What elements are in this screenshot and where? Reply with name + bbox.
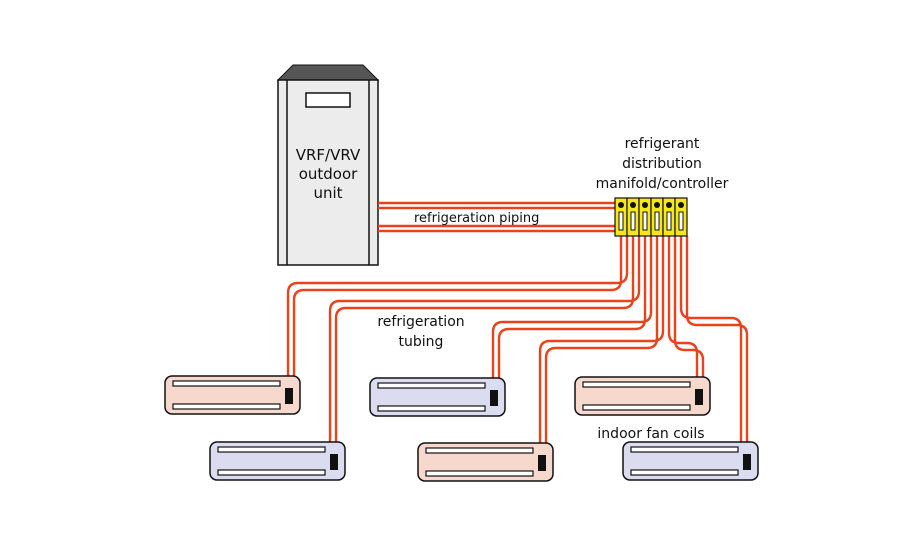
- fan-coil-control-box: [695, 389, 703, 405]
- fan-coil-vent-top: [377, 382, 486, 389]
- fan-coil: [209, 441, 346, 481]
- fan-coil: [417, 442, 554, 482]
- tube-coil-5-a: [667, 236, 699, 379]
- tube-coil-5-b: [673, 236, 705, 379]
- fan-coil-vent-bottom: [377, 405, 486, 412]
- outdoor-unit-body: [277, 79, 379, 266]
- fan-coil-control-box: [330, 454, 338, 470]
- outdoor-unit-label-3: unit: [313, 184, 342, 202]
- manifold-port-dot: [618, 202, 624, 208]
- manifold-port-slot: [666, 211, 672, 231]
- tube-coil-3-a: [491, 236, 653, 380]
- tube-coil-2-b: [334, 236, 635, 444]
- fan-coil: [369, 377, 506, 417]
- fan-coil: [574, 376, 711, 416]
- fan-coil-control-box: [490, 390, 498, 406]
- fan-coil-vent-top: [217, 446, 326, 453]
- fan-coil-control-box: [743, 454, 751, 470]
- manifold-port-slot: [642, 211, 648, 231]
- fan-coil-vent-bottom: [630, 469, 739, 476]
- fan-coil-vent-top: [582, 381, 691, 388]
- tubing-label-2: tubing: [399, 334, 444, 350]
- fan-coil: [164, 375, 301, 415]
- manifold: refrigerant distribution manifold/contro…: [596, 136, 729, 237]
- manifold-port-dot: [642, 202, 648, 208]
- outdoor-unit: VRF/VRV outdoor unit: [276, 64, 380, 266]
- indoor-fan-coils: [164, 375, 759, 482]
- manifold-port-slot: [678, 211, 684, 231]
- fan-coil-vent-bottom: [425, 470, 534, 477]
- fan-coil-vent-top: [425, 447, 534, 454]
- fan-coil-control-box: [285, 388, 293, 404]
- manifold-port-dot: [678, 202, 684, 208]
- outdoor-unit-top: [276, 64, 380, 81]
- fan-coil-vent-top: [630, 446, 739, 453]
- manifold-port-dot: [666, 202, 672, 208]
- fan-coil-vent-bottom: [217, 469, 326, 476]
- tubing-label-1: refrigeration: [377, 314, 464, 330]
- manifold-port-slot: [654, 211, 660, 231]
- refrigeration-tubing: [286, 236, 749, 445]
- tube-coil-2-a: [328, 236, 641, 444]
- piping-label: refrigeration piping: [414, 211, 539, 226]
- tube-coil-1-b: [292, 236, 623, 378]
- manifold-port-dot: [630, 202, 636, 208]
- fan-coils-label: indoor fan coils: [597, 426, 704, 442]
- manifold-port-slot: [630, 211, 636, 231]
- fan-coil-vent-top: [172, 380, 281, 387]
- manifold-label-2: distribution: [622, 156, 702, 172]
- manifold-port-dot: [654, 202, 660, 208]
- tube-coil-6-a: [679, 236, 743, 444]
- tube-coil-6-b: [685, 236, 749, 444]
- manifold-port-slot: [618, 211, 624, 231]
- outdoor-unit-display: [305, 92, 351, 108]
- tube-coil-4-a: [538, 236, 665, 445]
- fan-coil-vent-bottom: [172, 403, 281, 410]
- tube-coil-4-b: [544, 236, 659, 445]
- fan-coil-vent-bottom: [582, 404, 691, 411]
- fan-coil-control-box: [538, 455, 546, 471]
- fan-coil: [622, 441, 759, 481]
- tube-coil-1-a: [286, 236, 629, 378]
- outdoor-unit-label-2: outdoor: [299, 165, 358, 183]
- tube-coil-3-b: [497, 236, 647, 380]
- manifold-label-3: manifold/controller: [596, 176, 729, 192]
- outdoor-unit-label-1: VRF/VRV: [296, 146, 361, 164]
- refrigeration-piping: refrigeration piping: [378, 201, 615, 233]
- manifold-label-1: refrigerant: [625, 136, 700, 152]
